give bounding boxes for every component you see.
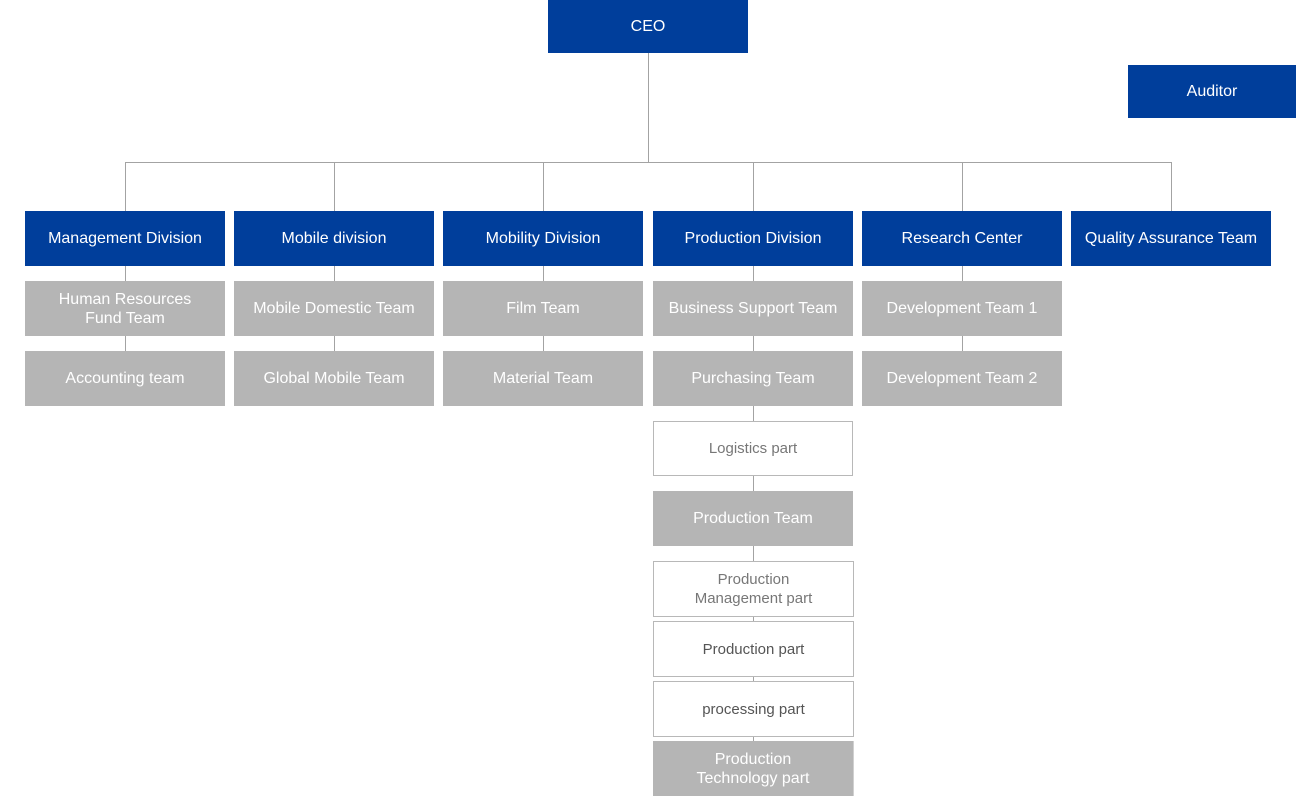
connector-mobile-drop: [334, 162, 335, 211]
division-mobility: Mobility Division: [443, 211, 643, 266]
team-human-resources-fund: Human Resources Fund Team: [25, 281, 225, 336]
part-logistics: Logistics part: [653, 421, 853, 476]
team-film: Film Team: [443, 281, 643, 336]
division-mobile: Mobile division: [234, 211, 434, 266]
part-production-management: Production Management part: [653, 561, 854, 617]
team-material: Material Team: [443, 351, 643, 406]
connector-management-drop: [125, 162, 126, 211]
division-production: Production Division: [653, 211, 853, 266]
team-global-mobile: Global Mobile Team: [234, 351, 434, 406]
division-quality-assurance: Quality Assurance Team: [1071, 211, 1271, 266]
auditor-box: Auditor: [1128, 65, 1296, 118]
team-mobile-domestic: Mobile Domestic Team: [234, 281, 434, 336]
team-accounting: Accounting team: [25, 351, 225, 406]
division-management: Management Division: [25, 211, 225, 266]
connector-production-drop: [753, 162, 754, 211]
part-processing: processing part: [653, 681, 854, 737]
connector-division-bus: [125, 162, 1172, 163]
connector-quality-drop: [1171, 162, 1172, 211]
part-production-technology: Production Technology part: [653, 741, 854, 796]
connector-mobility-drop: [543, 162, 544, 211]
team-purchasing: Purchasing Team: [653, 351, 853, 406]
ceo-box: CEO: [548, 0, 748, 53]
team-business-support: Business Support Team: [653, 281, 853, 336]
part-production: Production part: [653, 621, 854, 677]
team-development-2: Development Team 2: [862, 351, 1062, 406]
connector-ceo-trunk: [648, 53, 649, 162]
division-research: Research Center: [862, 211, 1062, 266]
team-development-1: Development Team 1: [862, 281, 1062, 336]
connector-research-drop: [962, 162, 963, 211]
team-production: Production Team: [653, 491, 853, 546]
